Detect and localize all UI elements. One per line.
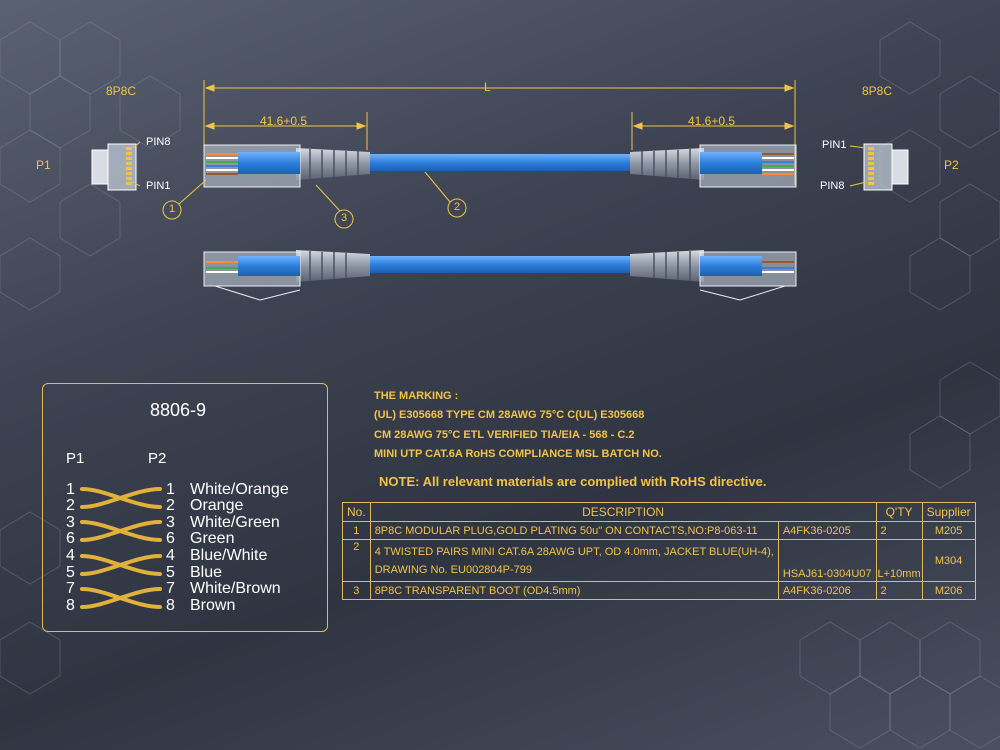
header-supplier: Supplier: [921, 502, 976, 522]
row-description-line-1: 4 TWISTED PAIRS MINI CAT.6A 28AWG UPT, O…: [374, 545, 774, 558]
wiring-diagram-box: [42, 383, 328, 632]
wire-name: Orange: [190, 497, 244, 514]
pin-left: 4: [66, 547, 75, 564]
left-connector-type: 8P8C: [106, 84, 137, 98]
cable-jacket: [360, 154, 640, 171]
wire-name: White/Green: [190, 514, 280, 531]
left-plug-dimension: 41.6+0.5: [260, 114, 308, 128]
row-description: 4 TWISTED PAIRS MINI CAT.6A 28AWG UPT, O…: [369, 539, 779, 582]
row-part: A4FK36-0206: [777, 581, 877, 600]
pin-right: 4: [166, 547, 175, 564]
table-row: 1 8P8C MODULAR PLUG,GOLD PLATING 50u" ON…: [342, 521, 976, 540]
table-row: 2 4 TWISTED PAIRS MINI CAT.6A 28AWG UPT,…: [342, 539, 976, 582]
table-header-row: No. DESCRIPTION Q'TY Supplier: [342, 502, 976, 522]
cable-assembly-bottom: [203, 250, 797, 301]
wire-name: Brown: [190, 597, 236, 614]
length-label: L: [484, 80, 491, 94]
left-pin-bottom-label: PIN1: [146, 180, 171, 192]
row-supplier: M304: [921, 539, 976, 582]
header-qty: Q'TY: [875, 502, 923, 522]
right-end-connector: [863, 143, 909, 191]
row-description-line-2: DRAWING No. EU002804P-799: [374, 563, 533, 576]
right-plug-dimension: 41.6+0.5: [688, 114, 736, 128]
header-no: No.: [342, 502, 371, 522]
marking-heading: THE MARKING :: [374, 390, 459, 402]
wiring-title: 8806-9: [150, 400, 207, 420]
pin-left: 6: [66, 530, 75, 547]
pin-right: 6: [166, 530, 175, 547]
rohs-note: NOTE: All relevant materials are complie…: [379, 474, 767, 489]
wiring-p1: P1: [66, 450, 85, 467]
row-no: 2: [342, 539, 371, 582]
callout-1: 1: [169, 203, 176, 215]
left-end-connector: [91, 143, 137, 191]
wire-name: Blue: [190, 564, 223, 581]
table-row: 3 8P8C TRANSPARENT BOOT (OD4.5mm) A4FK36…: [342, 581, 976, 600]
row-qty: 2: [875, 581, 923, 600]
p2-label: P2: [944, 158, 959, 172]
right-pin-top-label: PIN1: [822, 139, 847, 151]
row-description: 8P8C MODULAR PLUG,GOLD PLATING 50u" ON C…: [369, 521, 779, 540]
row-supplier: M206: [921, 581, 976, 600]
pin-left: 1: [66, 481, 75, 498]
row-qty: L+10mm: [875, 539, 923, 582]
p1-label: P1: [36, 158, 51, 172]
row-part: HSAJ61-0304U07: [777, 539, 877, 582]
pin-right: 2: [166, 497, 175, 514]
row-part: A4FK36-0205: [777, 521, 877, 540]
wire-name: Blue/White: [190, 547, 268, 564]
row-qty: 2: [875, 521, 923, 540]
pin-right: 5: [166, 564, 175, 581]
row-no: 3: [342, 581, 371, 600]
wire-name: Green: [190, 530, 235, 547]
right-boot: [630, 148, 704, 180]
wire-name: White/Brown: [190, 580, 281, 597]
cable-assembly-top: [203, 144, 797, 188]
callout-3: 3: [341, 212, 348, 224]
bill-of-materials-table: No. DESCRIPTION Q'TY Supplier 1 8P8C MOD…: [342, 502, 976, 600]
hex-pattern: [0, 21, 1000, 749]
right-connector-type: 8P8C: [862, 84, 893, 98]
pin-right: 3: [166, 514, 175, 531]
header-description: DESCRIPTION: [369, 502, 877, 522]
left-boot: [296, 148, 370, 180]
pin-left: 5: [66, 564, 75, 581]
pin-left: 3: [66, 514, 75, 531]
pin-left: 2: [66, 497, 75, 514]
pin-left: 7: [66, 580, 75, 597]
pin-right: 1: [166, 481, 175, 498]
row-no: 1: [342, 521, 371, 540]
marking-line-3: MINI UTP CAT.6A RoHS COMPLIANCE MSL BATC…: [374, 448, 662, 460]
callout-2: 2: [454, 201, 461, 213]
wire-name: White/Orange: [190, 481, 289, 498]
row-supplier: M205: [921, 521, 976, 540]
wiring-p2: P2: [148, 450, 167, 467]
marking-line-1: (UL) E305668 TYPE CM 28AWG 75°C C(UL) E3…: [374, 409, 645, 421]
pin-right: 7: [166, 580, 175, 597]
left-pin-top-label: PIN8: [146, 136, 171, 148]
twisted-pair-symbols: [80, 487, 162, 609]
pin-left: 8: [66, 597, 75, 614]
pin-right: 8: [166, 597, 175, 614]
length-dimension: [203, 80, 796, 185]
row-description: 8P8C TRANSPARENT BOOT (OD4.5mm): [369, 581, 779, 600]
right-pin-bottom-label: PIN8: [820, 180, 845, 192]
marking-line-2: CM 28AWG 75°C ETL VERIFIED TIA/EIA - 568…: [374, 429, 635, 441]
